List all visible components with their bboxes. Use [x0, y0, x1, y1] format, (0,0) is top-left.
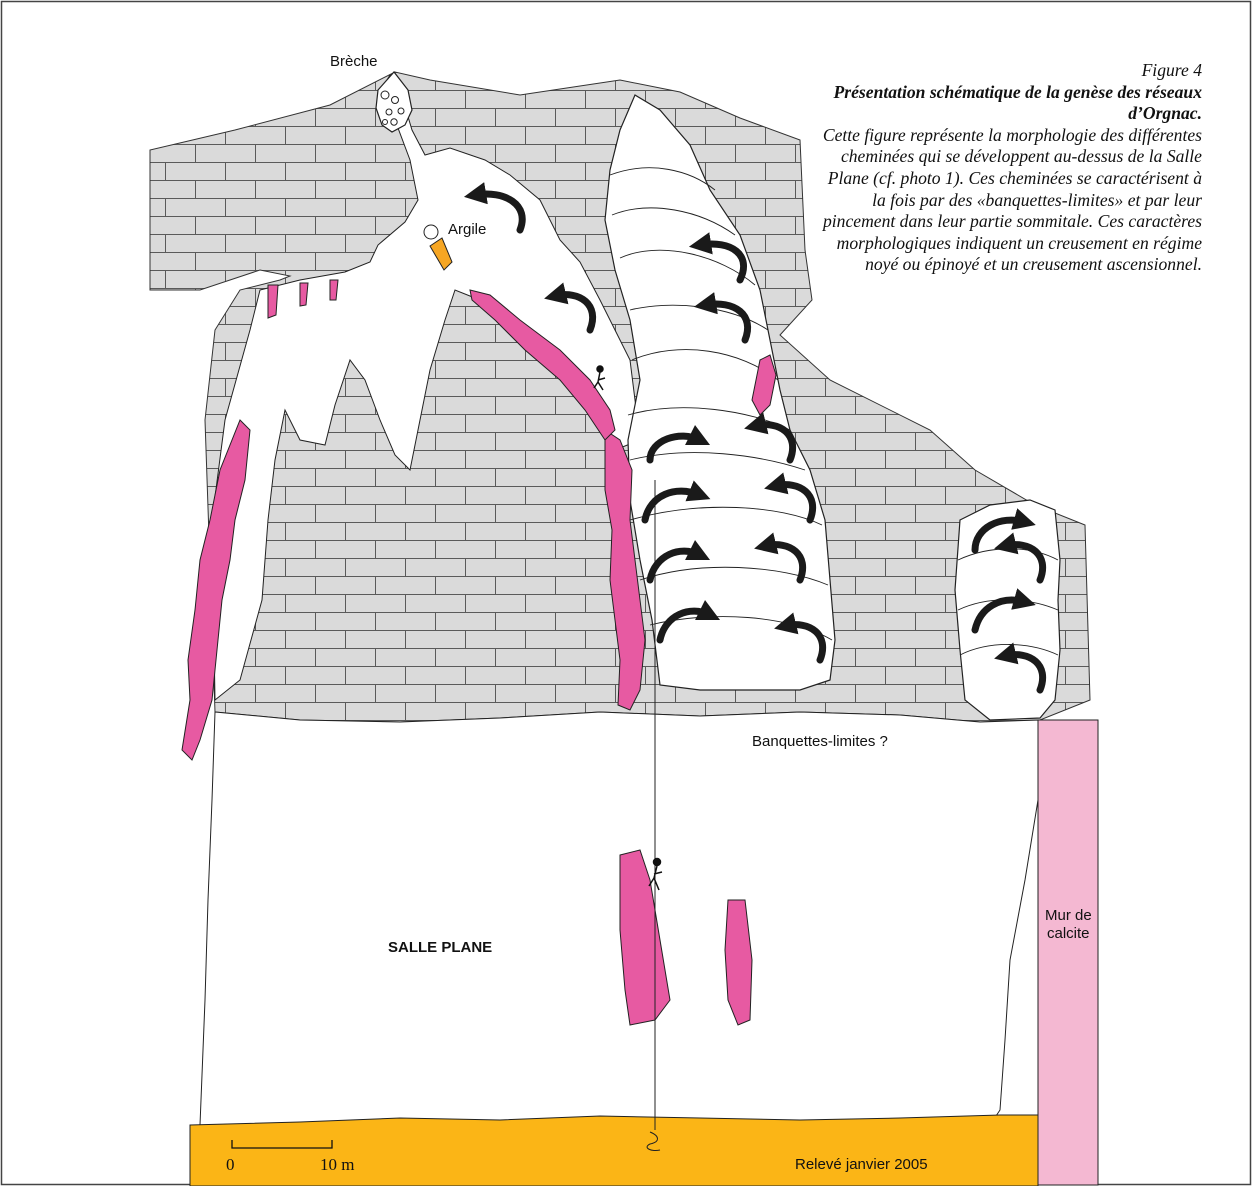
scale-label-end: 10 m: [320, 1155, 354, 1174]
scale-label-start: 0: [226, 1155, 235, 1174]
label-mur-line1: Mur de: [1045, 907, 1092, 924]
clay-pebble: [424, 225, 438, 239]
label-mur-line2: calcite: [1047, 925, 1090, 942]
figure-title: Présentation schématique de la genèse de…: [810, 82, 1202, 125]
figure-caption: Figure 4 Présentation schématique de la …: [810, 60, 1202, 276]
label-breche: Brèche: [330, 53, 378, 70]
label-argile: Argile: [448, 221, 486, 238]
calcite-wall: [1038, 720, 1098, 1185]
label-releve: Relevé janvier 2005: [795, 1156, 928, 1173]
label-banquettes: Banquettes-limites ?: [752, 733, 888, 750]
floor-sediment: [190, 1115, 1038, 1186]
label-salle-plane: SALLE PLANE: [388, 939, 492, 956]
figure-description: Cette figure représente la morphologie d…: [810, 125, 1202, 276]
figure-number: Figure 4: [810, 60, 1202, 82]
